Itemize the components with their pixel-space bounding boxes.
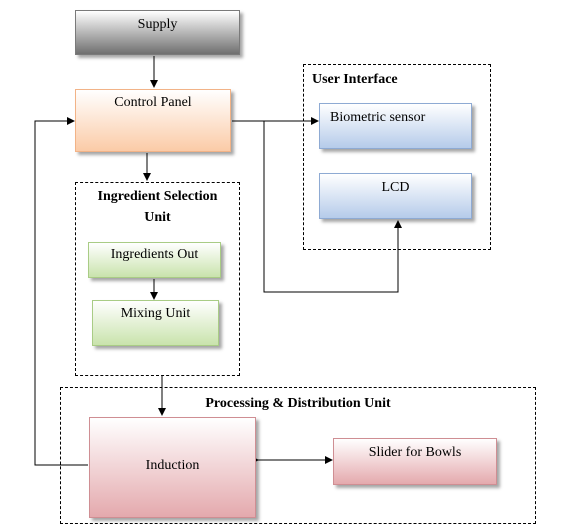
mixing-unit-label: Mixing Unit bbox=[120, 306, 191, 321]
processing-distribution-group: Processing & Distribution Unit bbox=[60, 387, 536, 524]
control-panel-label: Control Panel bbox=[114, 95, 192, 110]
user-interface-title: User Interface bbox=[312, 72, 398, 87]
arrow-induction-feedback-to-control-panel bbox=[34, 117, 88, 466]
induction-label: Induction bbox=[145, 458, 200, 473]
ingredient-selection-title-line2: Unit bbox=[144, 210, 171, 225]
lcd-block: LCD bbox=[319, 173, 472, 219]
slider-for-bowls-block: Slider for Bowls bbox=[333, 438, 497, 485]
arrow-control-panel-to-lcd bbox=[263, 121, 402, 293]
biometric-sensor-block: Biometric sensor bbox=[319, 103, 472, 149]
mixing-unit-block: Mixing Unit bbox=[92, 300, 219, 346]
ingredient-selection-title-line1: Ingredient Selection bbox=[97, 189, 218, 204]
slider-for-bowls-label: Slider for Bowls bbox=[368, 445, 462, 460]
ingredients-out-block: Ingredients Out bbox=[88, 242, 221, 278]
processing-distribution-title: Processing & Distribution Unit bbox=[205, 396, 391, 411]
induction-block: Induction bbox=[89, 417, 256, 518]
user-interface-group: User Interface bbox=[303, 64, 491, 250]
supply-label: Supply bbox=[137, 17, 178, 32]
biometric-sensor-label: Biometric sensor bbox=[330, 110, 426, 125]
ingredients-out-label: Ingredients Out bbox=[110, 247, 199, 262]
lcd-label: LCD bbox=[381, 180, 410, 195]
control-panel-block: Control Panel bbox=[75, 89, 231, 152]
supply-block: Supply bbox=[75, 10, 240, 55]
ingredient-selection-group: Ingredient Selection Unit bbox=[75, 182, 240, 376]
